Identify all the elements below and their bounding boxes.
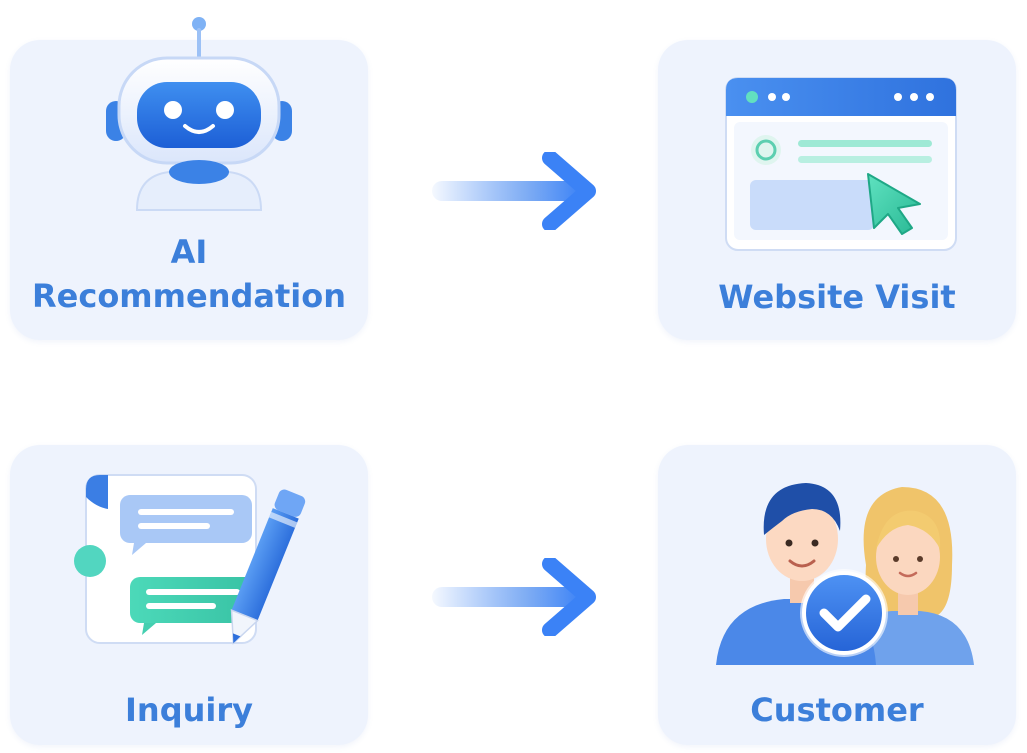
chat-document-icon (74, 474, 306, 645)
arrow-right-icon (432, 152, 596, 230)
step-card-customer: Customer (658, 445, 1016, 745)
arrow-right-icon (432, 558, 596, 636)
step-label-website-visit: Website Visit (718, 278, 956, 316)
step-card-website-visit: Website Visit (658, 40, 1016, 340)
customers-verified-icon (716, 483, 974, 665)
step-card-inquiry: Inquiry (10, 445, 368, 745)
browser-window-icon (725, 77, 957, 251)
step-label-customer: Customer (750, 691, 924, 729)
robot-icon (106, 17, 292, 211)
step-label-inquiry: Inquiry (125, 691, 253, 729)
